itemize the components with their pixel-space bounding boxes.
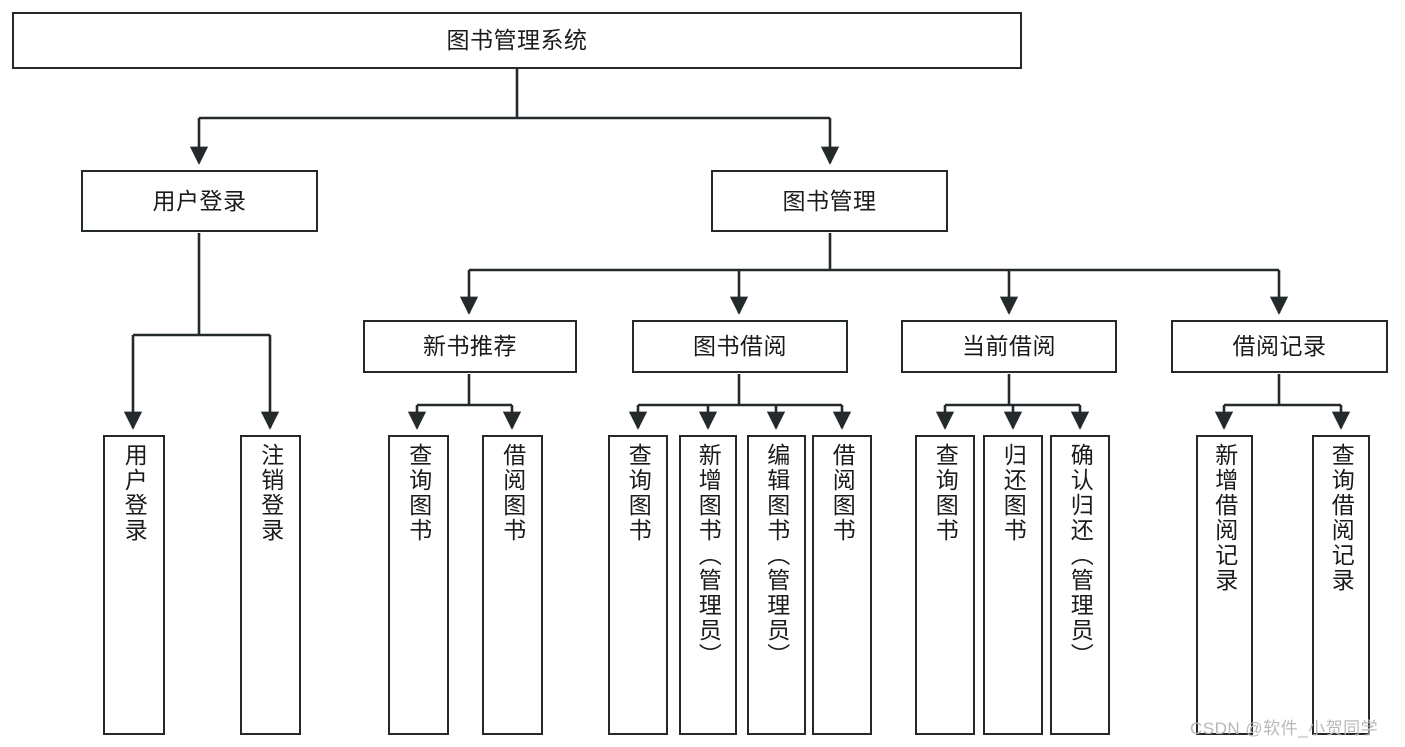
node-leaf-confirm-return[interactable]: 确认归还（管理员） — [1050, 435, 1110, 735]
node-leaf-query-book-2-label: 查询图书 — [625, 443, 652, 543]
node-book-manage[interactable]: 图书管理 — [711, 170, 948, 232]
node-current-borrow-label: 当前借阅 — [962, 333, 1056, 360]
node-leaf-query-book-1[interactable]: 查询图书 — [388, 435, 449, 735]
node-book-borrow[interactable]: 图书借阅 — [632, 320, 848, 373]
node-leaf-borrow-book-1-label: 借阅图书 — [499, 443, 526, 543]
node-leaf-add-record[interactable]: 新增借阅记录 — [1196, 435, 1253, 735]
node-user-login[interactable]: 用户登录 — [81, 170, 318, 232]
node-leaf-query-book-2[interactable]: 查询图书 — [608, 435, 668, 735]
node-current-borrow[interactable]: 当前借阅 — [901, 320, 1117, 373]
node-leaf-return-book[interactable]: 归还图书 — [983, 435, 1043, 735]
node-leaf-query-book-1-label: 查询图书 — [405, 443, 432, 543]
node-new-book-rec-label: 新书推荐 — [423, 333, 517, 360]
node-new-book-rec[interactable]: 新书推荐 — [363, 320, 577, 373]
node-leaf-logout[interactable]: 注销登录 — [240, 435, 301, 735]
node-root[interactable]: 图书管理系统 — [12, 12, 1022, 69]
node-leaf-borrow-book-1[interactable]: 借阅图书 — [482, 435, 543, 735]
node-leaf-add-book-label: 新增图书（管理员） — [695, 443, 722, 668]
node-book-borrow-label: 图书借阅 — [693, 333, 787, 360]
node-leaf-borrow-book-2-label: 借阅图书 — [829, 443, 856, 543]
node-leaf-borrow-book-2[interactable]: 借阅图书 — [812, 435, 872, 735]
node-borrow-record[interactable]: 借阅记录 — [1171, 320, 1388, 373]
node-leaf-user-login-label: 用户登录 — [121, 443, 148, 543]
node-leaf-edit-book[interactable]: 编辑图书（管理员） — [747, 435, 806, 735]
node-root-label: 图书管理系统 — [446, 27, 588, 54]
node-borrow-record-label: 借阅记录 — [1232, 333, 1327, 360]
node-leaf-query-record[interactable]: 查询借阅记录 — [1312, 435, 1370, 735]
node-leaf-edit-book-label: 编辑图书（管理员） — [763, 443, 790, 668]
node-leaf-return-book-label: 归还图书 — [1000, 443, 1027, 543]
node-leaf-query-record-label: 查询借阅记录 — [1328, 443, 1355, 593]
node-leaf-confirm-return-label: 确认归还（管理员） — [1067, 443, 1094, 668]
node-book-manage-label: 图书管理 — [782, 187, 877, 214]
node-leaf-query-book-3-label: 查询图书 — [932, 443, 959, 543]
node-leaf-add-book[interactable]: 新增图书（管理员） — [679, 435, 737, 735]
node-leaf-logout-label: 注销登录 — [257, 443, 284, 543]
node-leaf-user-login[interactable]: 用户登录 — [103, 435, 165, 735]
node-leaf-query-book-3[interactable]: 查询图书 — [915, 435, 975, 735]
node-user-login-label: 用户登录 — [152, 187, 247, 214]
watermark: CSDN @软件_小贺同学 — [1190, 719, 1379, 738]
node-leaf-add-record-label: 新增借阅记录 — [1211, 443, 1238, 593]
